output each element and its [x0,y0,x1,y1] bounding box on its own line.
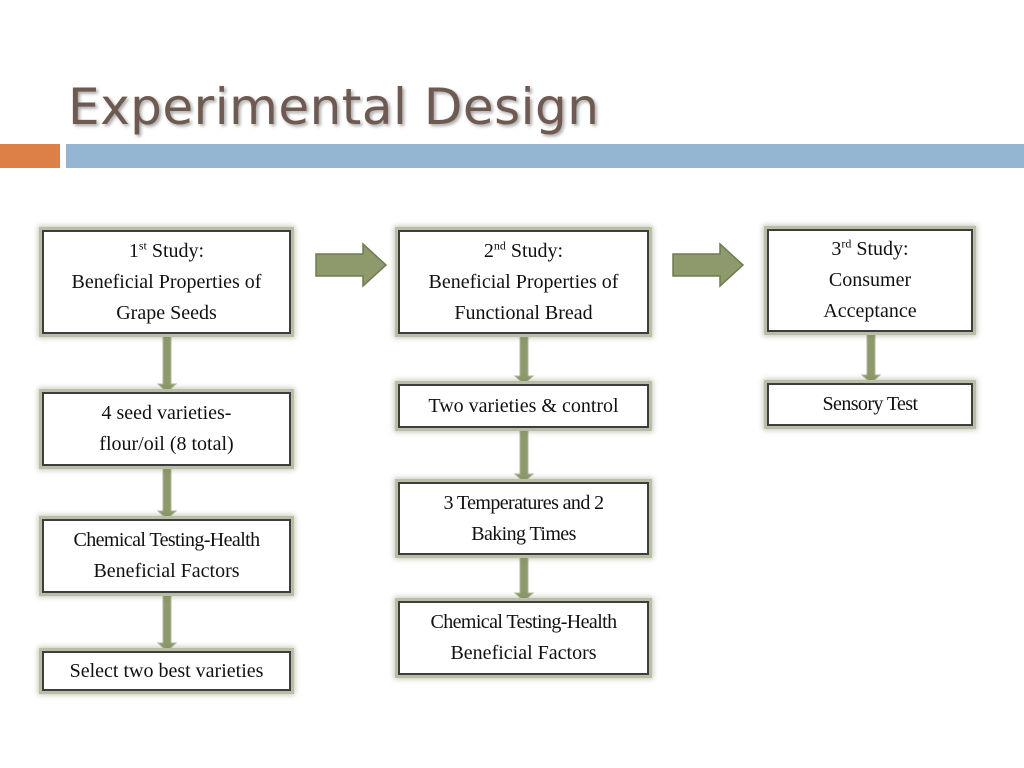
study2-step3-line1: Chemical Testing-Health [430,611,617,633]
study2-heading: 2nd Study: [484,236,563,267]
study1-step2-box: Chemical Testing-Health Beneficial Facto… [42,519,291,593]
study3-ordinal: rd [841,236,852,251]
study1-word: Study: [146,239,205,262]
study2-step2-box: 3 Temperatures and 2 Baking Times [398,482,649,555]
study3-line2: Consumer [828,269,912,291]
study1-ordinal: st [138,237,147,252]
slide-title: Experimental Design [68,78,600,136]
down-arrow-icon [860,331,882,384]
study1-step1-box: 4 seed varieties- flour/oil (8 total) [42,392,291,466]
study1-heading: 1st Study: [129,236,204,267]
study2-step2-line2: Baking Times [471,522,576,545]
study3-line3: Acceptance [823,300,917,322]
study3-heading: 3rd Study: [831,234,908,265]
accent-bar-blue [66,144,1024,168]
study1-line2: Beneficial Properties of [71,270,262,293]
down-arrow-icon [156,333,178,393]
study2-step2-line1: 3 Temperatures and 2 [443,491,604,514]
study2-step1-box: Two varieties & control [398,384,649,428]
down-arrow-icon [156,592,178,652]
study1-step1-line1: 4 seed varieties- [101,402,232,424]
study1-step3-box: Select two best varieties [42,651,291,691]
study1-box: 1st Study: Beneficial Properties of Grap… [42,230,291,334]
study2-step3-box: Chemical Testing-Health Beneficial Facto… [398,601,649,675]
study1-step1-line2: flour/oil (8 total) [99,433,234,455]
study2-line3: Functional Bread [454,301,593,324]
down-arrow-icon [513,427,535,483]
study2-word: Study: [505,239,564,262]
accent-bar-orange [0,144,60,168]
study2-step3-line2: Beneficial Factors [450,642,597,664]
study1-step3-line1: Select two best varieties [69,659,264,682]
study1-step2-line1: Chemical Testing-Health [73,529,260,551]
study3-step1-line1: Sensory Test [822,393,919,415]
right-arrow-icon [315,242,388,288]
study1-number: 1 [128,239,139,262]
study1-step2-line2: Beneficial Factors [93,560,240,582]
right-arrow-icon [672,242,745,288]
study2-number: 2 [483,239,494,262]
study3-word: Study: [851,238,909,260]
study2-line2: Beneficial Properties of [428,270,619,293]
study2-step1-line1: Two varieties & control [428,394,619,417]
study3-number: 3 [831,238,842,260]
study2-ordinal: nd [493,237,506,252]
down-arrow-icon [513,554,535,602]
study1-line3: Grape Seeds [116,301,217,324]
study3-box: 3rd Study: Consumer Acceptance [767,229,973,332]
study2-box: 2nd Study: Beneficial Properties of Func… [398,230,649,334]
study3-step1-box: Sensory Test [767,383,973,426]
down-arrow-icon [513,333,535,385]
down-arrow-icon [156,465,178,520]
